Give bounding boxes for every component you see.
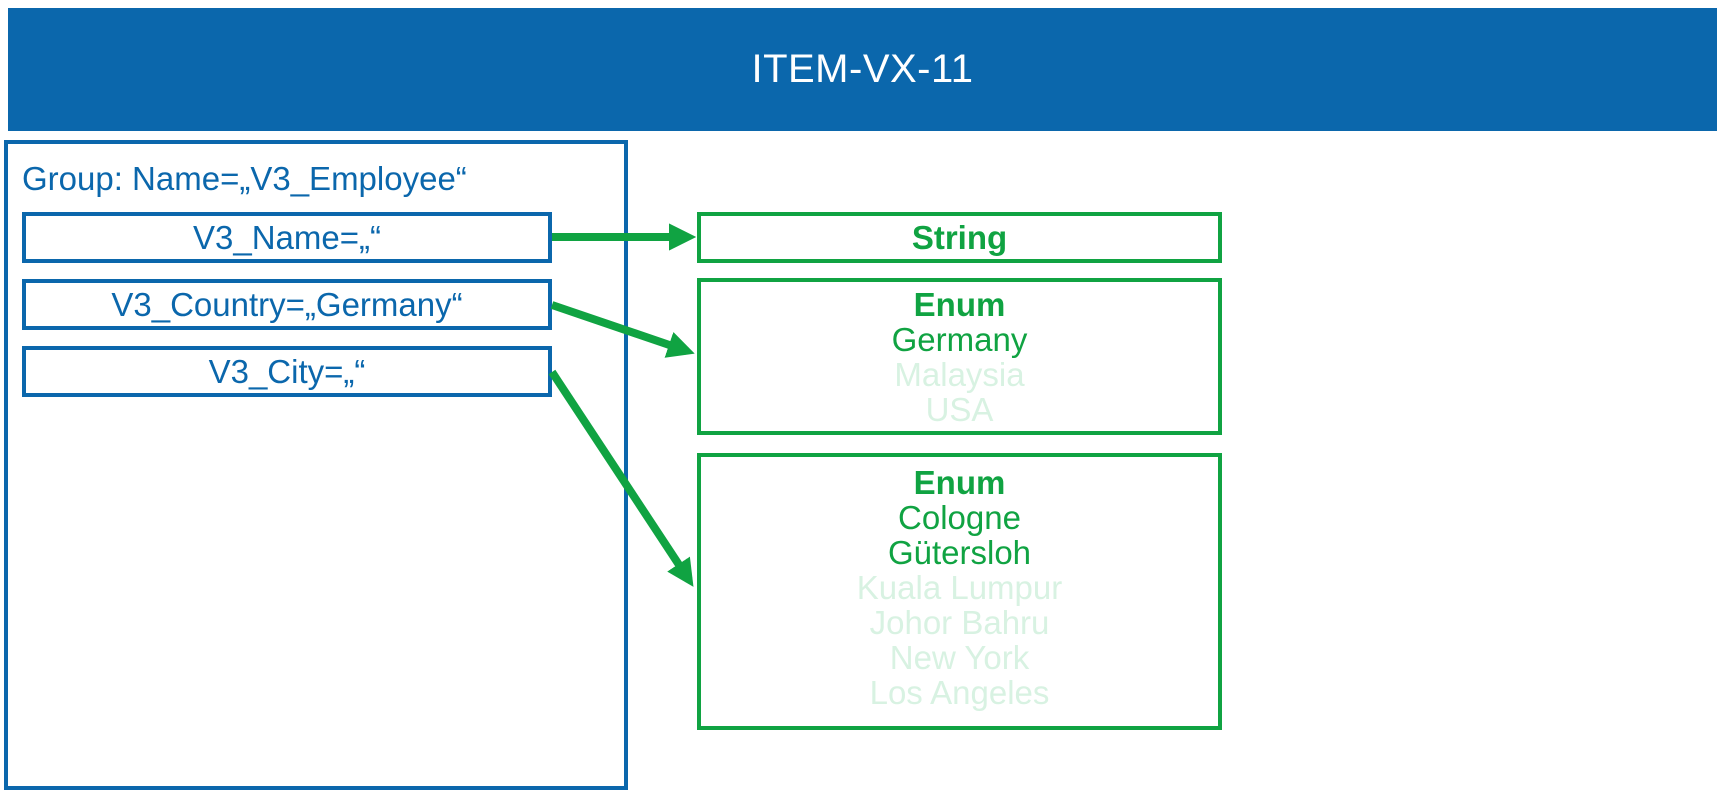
field-v3-country-label: V3_Country=„Germany“	[111, 285, 463, 323]
enum-value-guetersloh: Gütersloh	[887, 534, 1032, 571]
enum-city-title: Enum	[913, 464, 1006, 501]
field-v3-country: V3_Country=„Germany“	[22, 279, 552, 330]
enum-value-los-angeles: Los Angeles	[869, 674, 1050, 711]
group-label: Group: Name=„V3_Employee“	[22, 160, 467, 197]
string-type-title: String	[911, 219, 1008, 256]
enum-value-new-york: New York	[889, 639, 1030, 676]
group-box: Group: Name=„V3_Employee“ V3_Name=„“ V3_…	[4, 140, 628, 790]
type-box-string: String	[697, 212, 1222, 263]
field-v3-name: V3_Name=„“	[22, 212, 552, 263]
type-box-enum-country: Enum Germany Malaysia USA	[697, 278, 1222, 435]
enum-value-usa: USA	[925, 391, 994, 428]
title-bar: ITEM-VX-11	[8, 8, 1717, 131]
field-v3-name-label: V3_Name=„“	[193, 218, 381, 256]
enum-country-title: Enum	[913, 286, 1006, 323]
enum-value-johor-bahru: Johor Bahru	[869, 604, 1050, 641]
page-title: ITEM-VX-11	[751, 47, 974, 91]
enum-value-germany: Germany	[891, 321, 1028, 358]
enum-value-malaysia: Malaysia	[894, 356, 1025, 393]
enum-value-kuala-lumpur: Kuala Lumpur	[856, 569, 1063, 606]
type-box-enum-city: Enum Cologne Gütersloh Kuala Lumpur Joho…	[697, 453, 1222, 730]
field-v3-city-label: V3_City=„“	[208, 352, 366, 390]
field-v3-city: V3_City=„“	[22, 346, 552, 397]
enum-value-cologne: Cologne	[898, 499, 1021, 536]
